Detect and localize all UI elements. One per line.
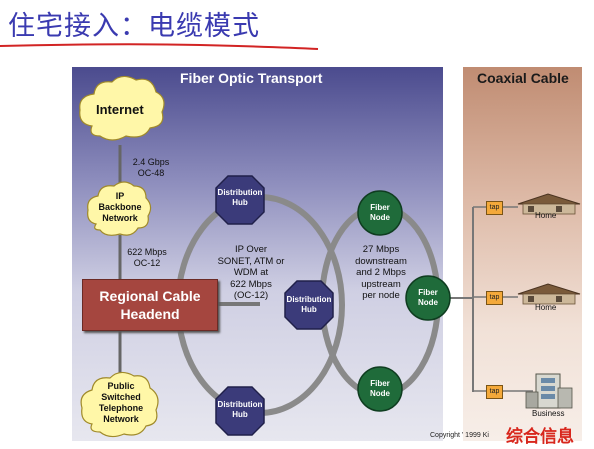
fiber-node-top-label: Fiber Node — [370, 203, 390, 222]
fiber-node-right — [405, 275, 451, 321]
ring-protocol-label: IP Over SONET, ATM or WDM at 622 Mbps (O… — [217, 244, 285, 301]
title-underline — [0, 43, 319, 50]
fiber-node-bottom — [357, 366, 403, 412]
fiber-node-bottom-label: Fiber Node — [370, 379, 390, 398]
home-icon-1 — [517, 193, 581, 215]
ip-backbone-cloud — [87, 181, 152, 236]
distribution-hub-bottom — [215, 386, 265, 436]
tap-2: tap — [486, 291, 503, 305]
business-icon — [525, 373, 573, 409]
distribution-hub-top — [215, 175, 265, 225]
business-label: Business — [532, 409, 565, 418]
tap-1: tap — [486, 201, 503, 215]
link-label-oc48: 2.4 Gbps OC-48 — [132, 157, 170, 178]
distribution-hub-middle-label: Distribution Hub — [286, 295, 332, 314]
fiber-node-top — [357, 190, 403, 236]
fiber-panel-title: Fiber Optic Transport — [180, 70, 323, 86]
copyright-notice: Copyright ' 1999 Ki — [430, 432, 489, 439]
pstn-label: Public Switched Telephone Network — [98, 381, 144, 424]
internet-cloud — [79, 75, 165, 141]
ip-backbone-label: IP Backbone Network — [98, 191, 142, 223]
fiber-node-right-label: Fiber Node — [418, 288, 438, 307]
home-label-2: Home — [535, 303, 557, 312]
watermark: 综合信息 — [506, 427, 574, 447]
node-throughput-label: 27 Mbps downstream and 2 Mbps upstream p… — [355, 244, 407, 301]
regional-cable-headend: Regional Cable Headend — [82, 279, 218, 331]
tap-3: tap — [486, 385, 503, 399]
home-icon-2 — [517, 283, 581, 305]
home-label-1: Home — [535, 211, 557, 220]
distribution-hub-middle — [284, 280, 334, 330]
slide-title: 住宅接入：电缆模式 — [8, 11, 260, 42]
pstn-cloud — [80, 371, 159, 438]
distribution-hub-bottom-label: Distribution Hub — [217, 400, 263, 419]
distribution-hub-top-label: Distribution Hub — [217, 188, 263, 207]
coax-panel-title: Coaxial Cable — [477, 70, 569, 86]
coaxial-cable-panel — [463, 67, 582, 441]
internet-label: Internet — [96, 102, 144, 117]
link-label-oc12: 622 Mbps OC-12 — [127, 247, 167, 268]
